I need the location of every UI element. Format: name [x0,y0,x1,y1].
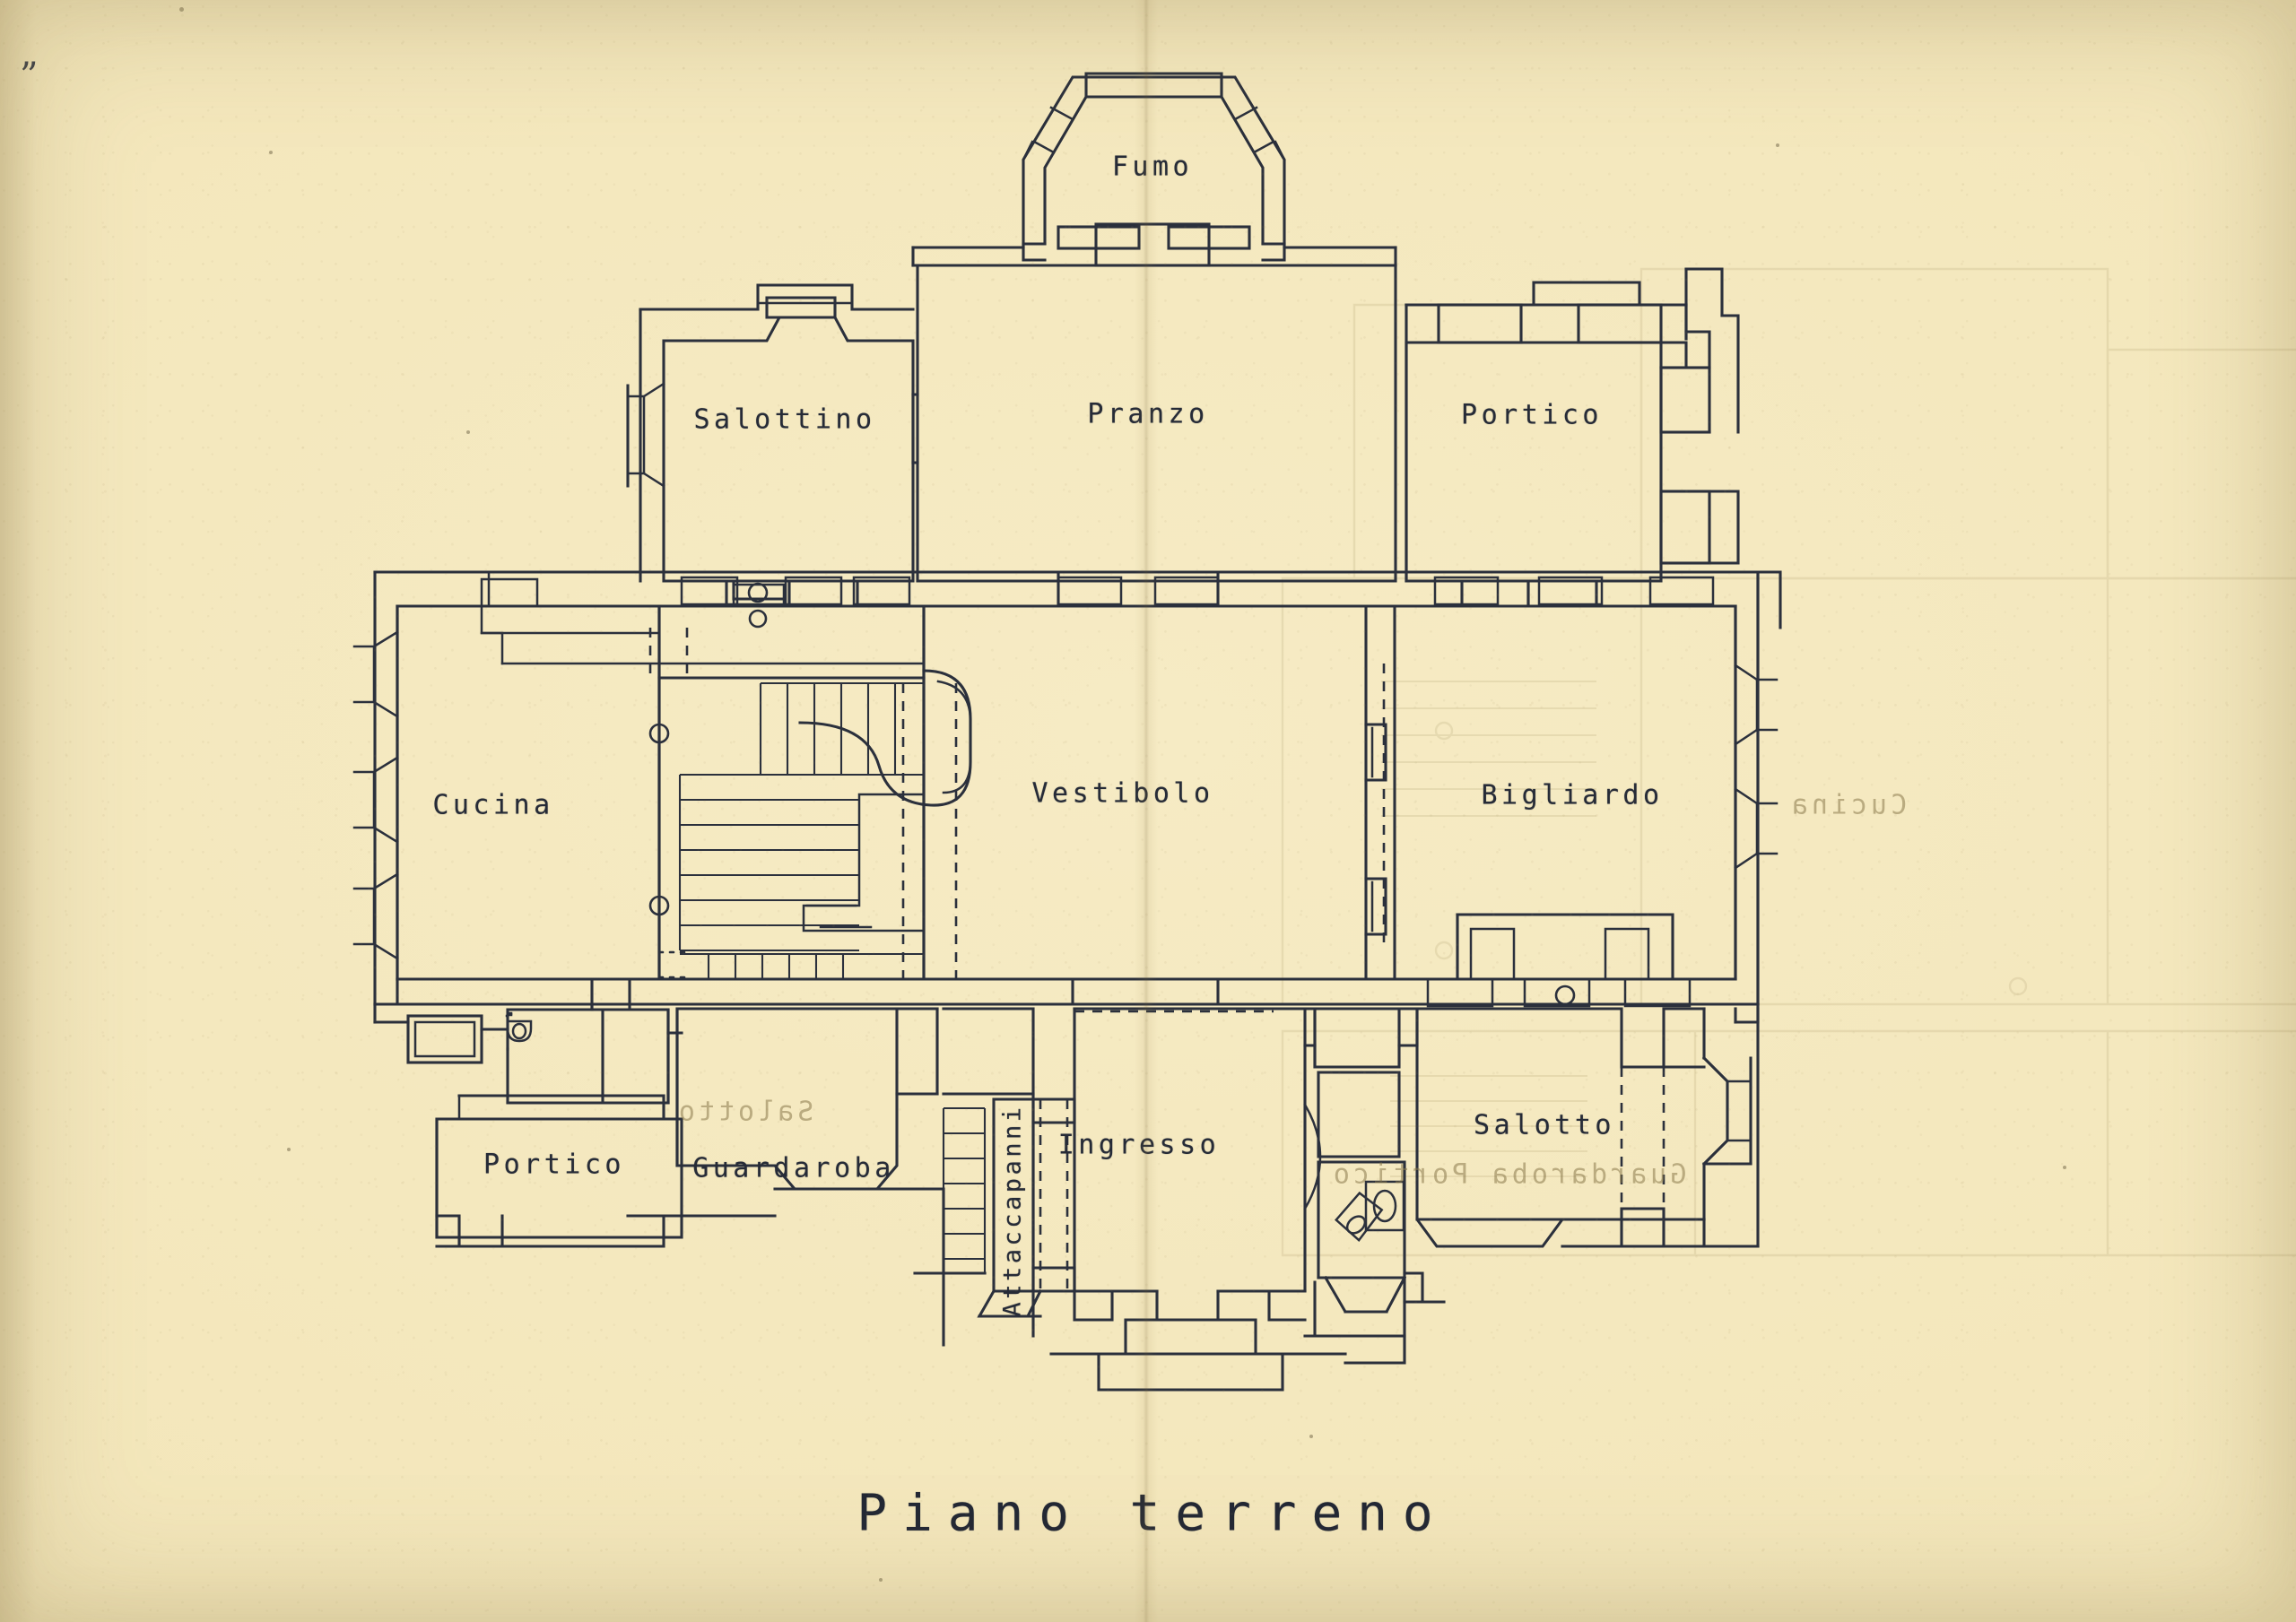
basin-fixture-icon [1364,1180,1405,1232]
corner-quote-mark: ” [20,56,42,97]
room-ingresso-walls [1049,1007,1347,1392]
room-portico-nord-walls [1405,267,1740,608]
exterior-piers [373,977,1760,1024]
room-label-pranzo: Pranzo [1087,398,1209,430]
room-label-portico-nord: Portico [1461,399,1603,431]
fumo-bottom-sills [1022,222,1286,267]
paper-speck [1309,1435,1313,1438]
main-staircase [500,576,972,981]
paper-speck [2063,1166,2066,1169]
ghost-label: Salotto [674,1096,814,1128]
room-vestibolo-walls [922,570,1387,1006]
room-label-attaccapanni: Attaccapanni [998,1104,1027,1317]
paper-speck [1776,143,1779,147]
ghost-label: Portico [1329,1158,1469,1191]
paper-speck [269,151,273,154]
dashed-guides [657,604,1347,678]
secondary-staircase [913,1007,1076,1338]
room-label-cucina: Cucina [432,789,554,821]
room-label-portico-sud: Portico [483,1149,625,1181]
room-label-fumo: Fumo [1111,151,1194,183]
ghost-label: Cucina [1787,789,1908,821]
paper-speck [179,7,184,12]
room-label-ingresso: Ingresso [1057,1129,1221,1161]
room-salotto-walls [1415,977,1760,1248]
room-fumo-walls [1022,72,1286,246]
paper-speck [287,1148,291,1151]
upper-band-outer-wall [911,246,1397,583]
room-label-salottino: Salottino [693,403,876,436]
ghost-label: Guardaroba [1488,1158,1687,1191]
wc-fixture-icon-2 [1335,1191,1384,1243]
room-bigliardo-walls [1393,570,1782,1006]
paper-speck [466,430,470,434]
room-cucina-walls [352,570,661,981]
room-label-bigliardo: Bigliardo [1481,779,1664,811]
service-wc-left [406,979,683,1105]
room-label-salotto: Salotto [1474,1109,1615,1141]
room-portico-sud-walls [435,1094,683,1248]
room-label-vestibolo: Vestibolo [1031,777,1214,810]
page-title: Piano terreno [857,1484,1448,1543]
room-salottino-walls [626,283,919,629]
lower-band [406,977,1760,1392]
room-label-guardaroba: Guardaroba [692,1152,895,1184]
paper-speck [879,1578,883,1582]
